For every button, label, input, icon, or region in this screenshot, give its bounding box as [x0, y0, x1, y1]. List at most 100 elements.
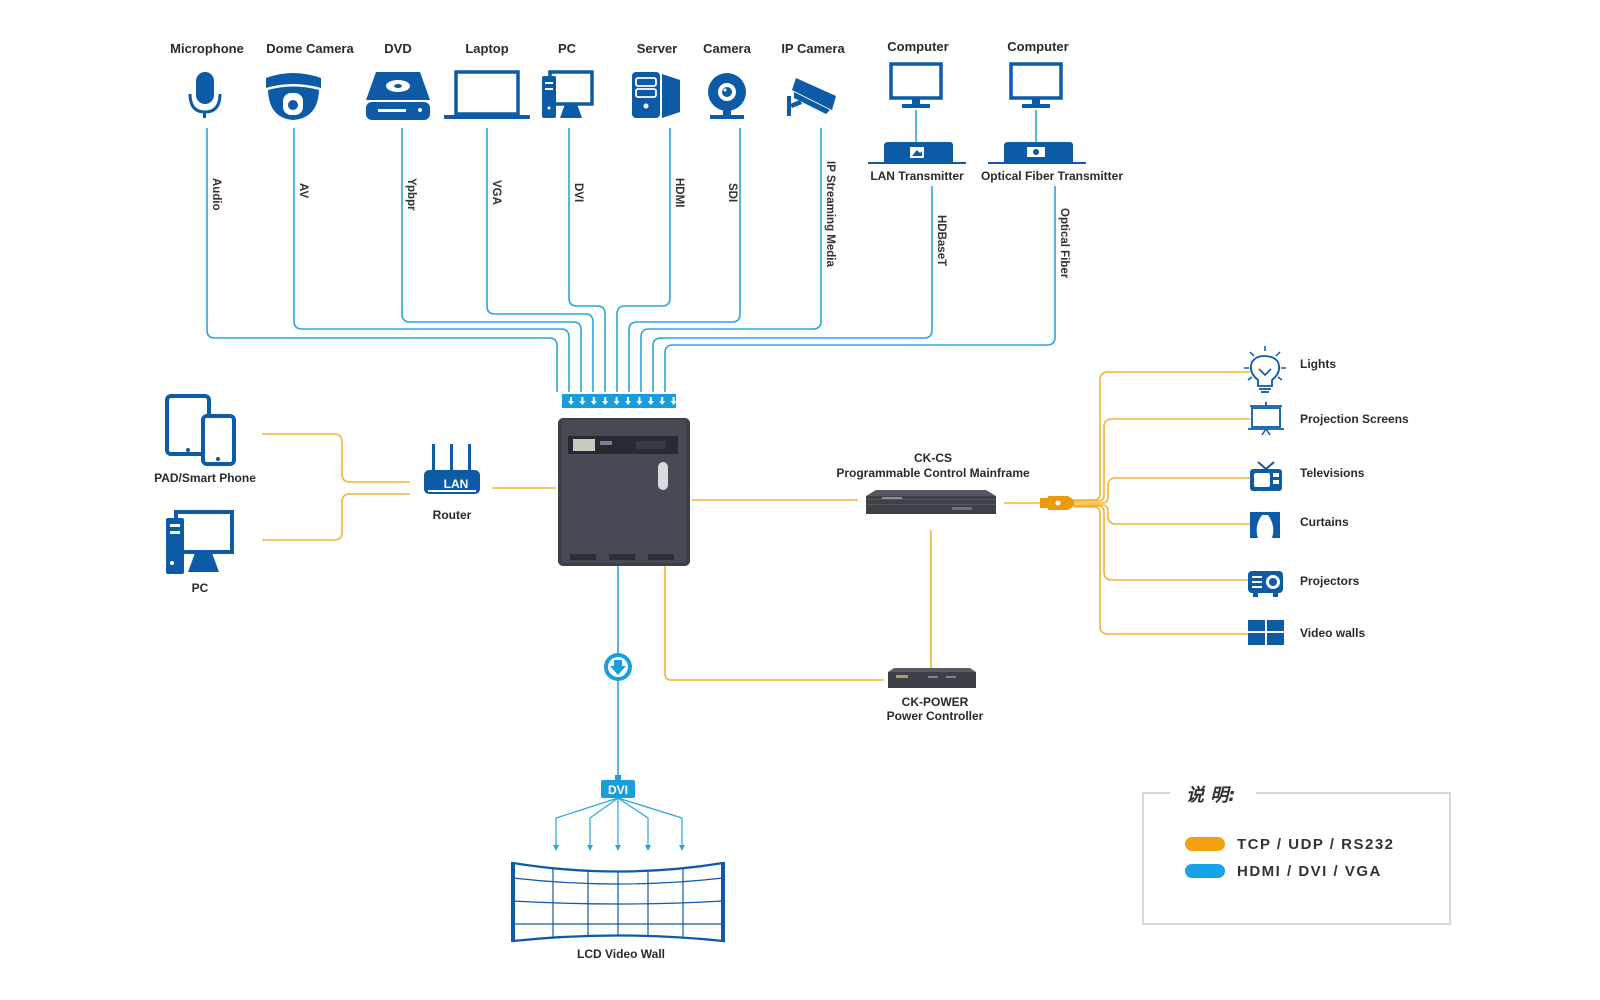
line-to-projectors	[1074, 505, 1250, 581]
signal-lines	[206, 128, 1056, 392]
pad-to-router-line	[262, 433, 410, 483]
dvi-splitter-label: DVI	[608, 783, 628, 797]
light-bulb-icon	[1244, 346, 1286, 393]
television-icon	[1250, 461, 1282, 491]
signal-label-ypbpr: Ypbpr	[405, 178, 417, 211]
legend-frame	[1142, 792, 1451, 925]
signal-label-optical-fiber: Optical Fiber	[1058, 208, 1070, 279]
video-wall-row-line	[512, 877, 724, 885]
legend-title: 说 明:	[1186, 785, 1235, 806]
line-to-lights	[1074, 371, 1250, 501]
ip-camera-icon	[787, 78, 836, 116]
pad-smart-phone-label: PAD/Smart Phone	[154, 471, 256, 485]
optical-fiber-line	[664, 186, 1056, 392]
down-arrow-icon	[604, 653, 632, 681]
lan-transmitter-label: LAN Transmitter	[870, 169, 964, 183]
line-to-projection-screens	[1074, 418, 1250, 502]
splitter-arrow-icon	[553, 845, 559, 851]
input-arrow-icon	[647, 397, 654, 405]
output-label-projectors: Projectors	[1300, 574, 1360, 588]
router-icon: LAN	[424, 444, 480, 494]
projection-screen-icon	[1248, 402, 1284, 436]
splitter-arrow-icon	[645, 845, 651, 851]
splitter-arrow-icon	[587, 845, 593, 851]
laptop-icon	[444, 70, 530, 119]
signal-labels: Audio AV Ypbpr VGA DVI HDMI SDI IP Strea…	[210, 161, 1070, 279]
projector-icon	[1248, 571, 1283, 597]
dvi-splitter: DVI	[601, 775, 635, 798]
input-arrow-icon	[602, 397, 609, 405]
sdi-line	[628, 128, 741, 392]
hub-to-power-line	[664, 566, 884, 681]
microphone-icon	[188, 72, 222, 118]
tablet-phone-icon	[165, 394, 236, 466]
lcd-video-wall	[511, 861, 725, 943]
line-to-televisions	[1074, 477, 1250, 504]
source-label-server: Server	[637, 41, 677, 56]
splitter-fanout-lines	[553, 797, 685, 851]
input-arrow-icon	[579, 397, 586, 405]
splitter-line	[617, 797, 649, 846]
router-lan-badge: LAN	[444, 477, 469, 491]
source-label-laptop: Laptop	[465, 41, 508, 56]
output-label-video-walls: Video walls	[1300, 626, 1365, 640]
optical-fiber-transmitter-label: Optical Fiber Transmitter	[981, 169, 1123, 183]
av-line	[293, 128, 570, 392]
matrix-switcher-device	[558, 418, 690, 566]
input-arrow-icon	[590, 397, 597, 405]
signal-label-sdi: SDI	[726, 183, 738, 202]
dome-camera-icon	[266, 73, 321, 120]
output-label-televisions: Televisions	[1300, 466, 1365, 480]
input-arrow-icon	[568, 397, 574, 405]
signal-label-hdmi: HDMI	[673, 178, 685, 207]
vga-line	[486, 128, 594, 392]
splitter-arrow-icon	[615, 845, 621, 851]
audio-line	[206, 128, 558, 392]
dvd-icon	[366, 72, 430, 120]
hdmi-line	[616, 128, 671, 392]
lcd-screen	[573, 439, 595, 451]
ck-power-model-label: CK-POWER	[902, 695, 969, 709]
pc-to-router-line	[262, 493, 410, 541]
router-label: Router	[433, 508, 472, 522]
output-label-curtains: Curtains	[1300, 515, 1349, 529]
legend-swatch-control	[1185, 837, 1225, 851]
lan-transmitter-icon	[868, 142, 966, 164]
control-mainframe-device	[866, 490, 996, 514]
source-label-microphone: Microphone	[170, 41, 244, 56]
input-arrow-icon	[625, 397, 631, 405]
input-arrow-icon	[659, 397, 666, 405]
signal-label-vga: VGA	[490, 180, 502, 205]
signal-label-hdbaset: HDBaseT	[935, 215, 947, 266]
video-wall-row-line	[512, 900, 724, 905]
video-wall-icon	[1248, 620, 1284, 645]
webcam-icon	[708, 73, 746, 119]
signal-label-av: AV	[297, 183, 309, 198]
server-icon	[632, 72, 680, 118]
lcd-video-wall-label: LCD Video Wall	[577, 947, 665, 961]
source-label-ip-camera: IP Camera	[781, 41, 845, 56]
pc-icon	[166, 510, 234, 574]
source-label-computer-2: Computer	[1007, 39, 1068, 54]
monitor-icon	[1009, 62, 1063, 108]
power-controller-device	[888, 668, 976, 688]
hdbaset-line	[652, 186, 933, 392]
splitter-line	[555, 797, 619, 846]
source-label-computer-1: Computer	[887, 39, 948, 54]
signal-label-ip-streaming: IP Streaming Media	[824, 161, 836, 267]
legend: 说 明: TCP / UDP / RS232 HDMI / DVI / VGA	[1142, 785, 1451, 925]
legend-label-signal: HDMI / DVI / VGA	[1237, 863, 1382, 880]
ck-cs-model-label: CK-CS	[914, 451, 952, 465]
source-label-pc: PC	[558, 41, 577, 56]
legend-label-control: TCP / UDP / RS232	[1237, 836, 1395, 853]
output-labels: Lights Projection Screens Televisions Cu…	[1300, 357, 1409, 640]
control-lines-left	[262, 433, 556, 541]
source-labels: Microphone Dome Camera DVD Laptop PC Ser…	[170, 39, 1069, 56]
ypbpr-line	[401, 128, 582, 392]
power-switch	[658, 462, 668, 490]
input-arrow-icon	[636, 397, 643, 405]
source-label-dome-camera: Dome Camera	[266, 41, 354, 56]
curtains-icon	[1250, 512, 1280, 538]
splitter-arrow-icon	[679, 845, 685, 851]
